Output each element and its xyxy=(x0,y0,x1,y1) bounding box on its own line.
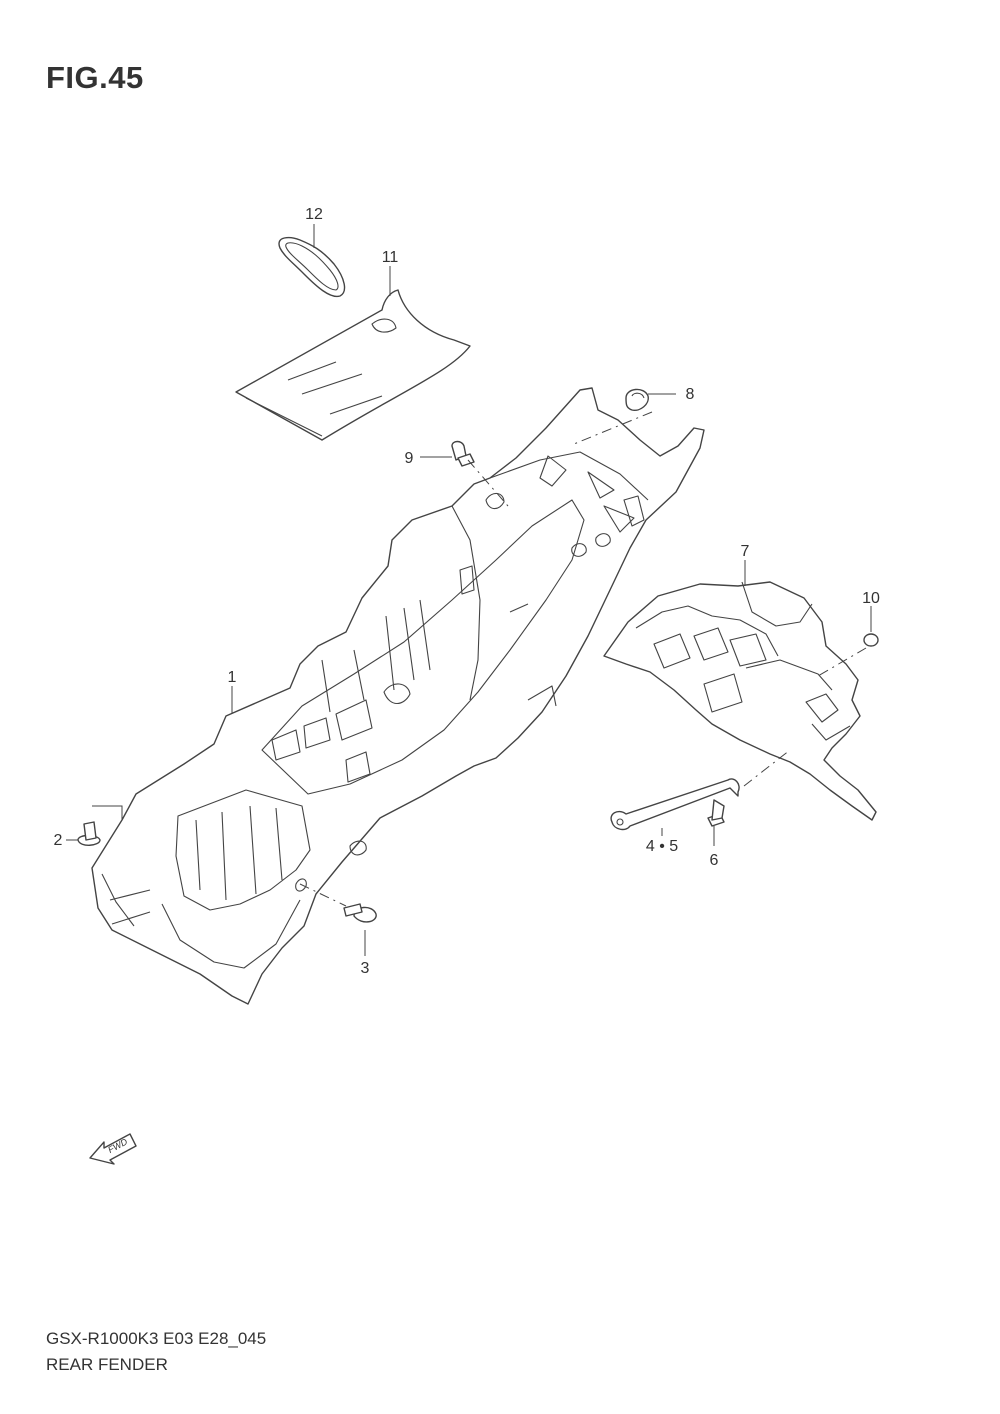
callout-6: 6 xyxy=(710,852,719,869)
part-1-rear-fender[interactable] xyxy=(91,387,705,1005)
part-4-5-bracket[interactable] xyxy=(610,778,740,831)
part-2-bolt[interactable] xyxy=(77,821,101,846)
part-8-grommet[interactable] xyxy=(625,388,649,411)
callout-3: 3 xyxy=(361,960,370,977)
callout-11: 11 xyxy=(382,249,399,266)
part-7-fender-extension[interactable] xyxy=(603,581,877,821)
part-10-washer[interactable] xyxy=(863,633,879,647)
figure-title: FIG.45 xyxy=(46,60,144,95)
callout-4-5: 4 • 5 xyxy=(646,838,678,855)
callout-12: 12 xyxy=(305,206,323,223)
fwd-arrow-icon: FWD xyxy=(89,1133,137,1165)
callout-8: 8 xyxy=(686,386,695,403)
callout-2: 2 xyxy=(54,832,63,849)
callout-7: 7 xyxy=(741,543,750,560)
callout-10: 10 xyxy=(862,590,880,607)
leader-lines xyxy=(66,224,872,956)
part-12-band[interactable] xyxy=(278,236,346,298)
callout-9: 9 xyxy=(405,450,414,467)
section-name: REAR FENDER xyxy=(46,1355,168,1374)
callouts: 12 11 8 9 7 10 1 2 3 4 • 5 6 xyxy=(54,206,880,977)
part-11-tool-bag[interactable] xyxy=(235,289,471,441)
model-code: GSX-R1000K3 E03 E28_045 xyxy=(46,1329,267,1348)
part-6-screw[interactable] xyxy=(707,799,725,827)
part-9-bolt[interactable] xyxy=(451,440,475,467)
callout-1: 1 xyxy=(228,669,237,686)
part-3-screw[interactable] xyxy=(343,903,377,923)
